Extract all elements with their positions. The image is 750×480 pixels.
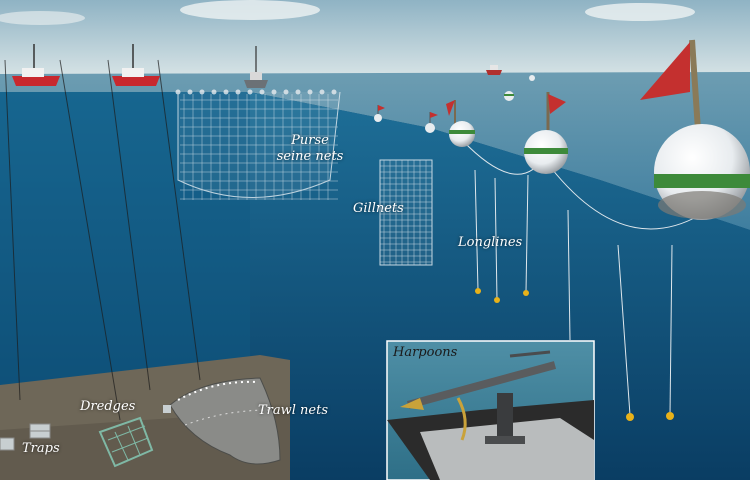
trawl-net: [169, 377, 281, 465]
net-float: [271, 89, 277, 95]
net-float: [223, 89, 229, 95]
label-purse-seine-line1: Purse: [291, 133, 329, 148]
net-float: [187, 89, 193, 95]
fishing-boat-icon: [244, 46, 268, 88]
buoy-icon: [446, 100, 475, 147]
trap-icon: [0, 437, 15, 451]
net-float: [307, 89, 313, 95]
fishing-boat-icon: [486, 65, 502, 75]
harpoons-inset: [386, 340, 595, 480]
net-float: [247, 89, 253, 95]
buoy-icon: [529, 75, 535, 81]
flag-icon: [640, 42, 690, 100]
buoy-icon: [640, 39, 750, 220]
label-purse-seine-line2: seine nets: [276, 149, 344, 164]
buoy-icon: [504, 91, 514, 101]
cloud: [0, 11, 85, 25]
net-float: [235, 89, 241, 95]
fishing-boat-icon: [12, 44, 60, 86]
buoy-icon: [524, 92, 568, 174]
sea-surface: [0, 72, 750, 230]
net-float: [319, 89, 325, 95]
gillnet: [379, 159, 433, 266]
fishing-boat-icon: [112, 44, 160, 86]
net-float: [211, 89, 217, 95]
net-float: [283, 89, 289, 95]
label-traps: Traps: [22, 441, 60, 456]
net-float: [331, 89, 337, 95]
cloud: [585, 3, 695, 21]
buoy-icon: [425, 112, 438, 133]
label-gillnets: Gillnets: [353, 201, 404, 216]
net-float: [199, 89, 205, 95]
longline-hooks: [475, 288, 674, 421]
buoy-icon: [374, 105, 385, 122]
purse-seine-net: [175, 89, 341, 200]
label-dredges: Dredges: [80, 399, 136, 414]
dredge-icon: [98, 405, 171, 468]
trawl-warp-lines: [4, 59, 201, 421]
net-float: [259, 89, 265, 95]
net-float: [175, 89, 181, 95]
label-harpoons: Harpoons: [393, 345, 458, 360]
label-longlines: Longlines: [458, 235, 523, 250]
label-purse-seine-nets: Purse seine nets: [270, 133, 350, 165]
cloud: [180, 0, 320, 20]
harpoon-gun-icon: [400, 350, 557, 444]
net-float: [295, 89, 301, 95]
label-trawl-nets: Trawl nets: [258, 403, 329, 418]
trap-icon: [29, 423, 51, 439]
